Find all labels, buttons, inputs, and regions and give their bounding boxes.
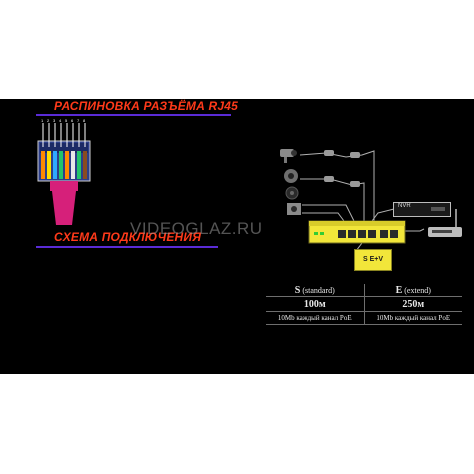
poe-switch-icon bbox=[308, 220, 406, 244]
svg-text:2: 2 bbox=[47, 118, 50, 123]
cable-lines bbox=[299, 150, 425, 249]
svg-text:1: 1 bbox=[41, 118, 44, 123]
svg-text:8: 8 bbox=[83, 118, 86, 123]
pinout-title: РАСПИНОВКА РАЗЪЁМА RJ45 bbox=[54, 99, 238, 113]
router-icon bbox=[428, 209, 462, 237]
svg-text:7: 7 bbox=[77, 118, 80, 123]
svg-text:3: 3 bbox=[53, 118, 56, 123]
nvr-label: NVR bbox=[398, 203, 411, 209]
mode-switch-label: S E+V bbox=[362, 256, 384, 263]
svg-text:6: 6 bbox=[71, 118, 74, 123]
nvr-icon bbox=[393, 202, 451, 217]
svg-text:4: 4 bbox=[59, 118, 62, 123]
note-extend: 10Mb каждый канал PoE bbox=[363, 311, 462, 325]
dome-camera-icon bbox=[284, 169, 298, 183]
ip-camera-icon bbox=[287, 203, 301, 215]
connection-title: СХЕМА ПОДКЛЮЧЕНИЯ bbox=[54, 230, 202, 244]
mode-header-extend: E (extend) bbox=[363, 284, 462, 297]
schematic-canvas: РАСПИНОВКА РАЗЪЁМА RJ45 СХЕМА ПОДКЛЮЧЕНИ… bbox=[0, 99, 474, 374]
dome-camera-icon bbox=[285, 186, 299, 200]
mode-switch: S E+V bbox=[354, 249, 392, 271]
mode-header-standard: S (standard) bbox=[266, 284, 364, 297]
bullet-camera-icon bbox=[280, 149, 297, 163]
svg-text:5: 5 bbox=[65, 118, 68, 123]
mode-spec-table: S (standard) E (extend) 100м 250м 10Mb к… bbox=[266, 284, 462, 325]
distance-extend: 250м bbox=[363, 296, 462, 312]
pinout-underline bbox=[36, 114, 231, 116]
connection-underline bbox=[36, 246, 218, 248]
watermark: VIDEOGLAZ.RU bbox=[130, 219, 263, 238]
note-standard: 10Mb каждый канал PoE bbox=[266, 311, 364, 325]
distance-standard: 100м bbox=[266, 296, 364, 312]
